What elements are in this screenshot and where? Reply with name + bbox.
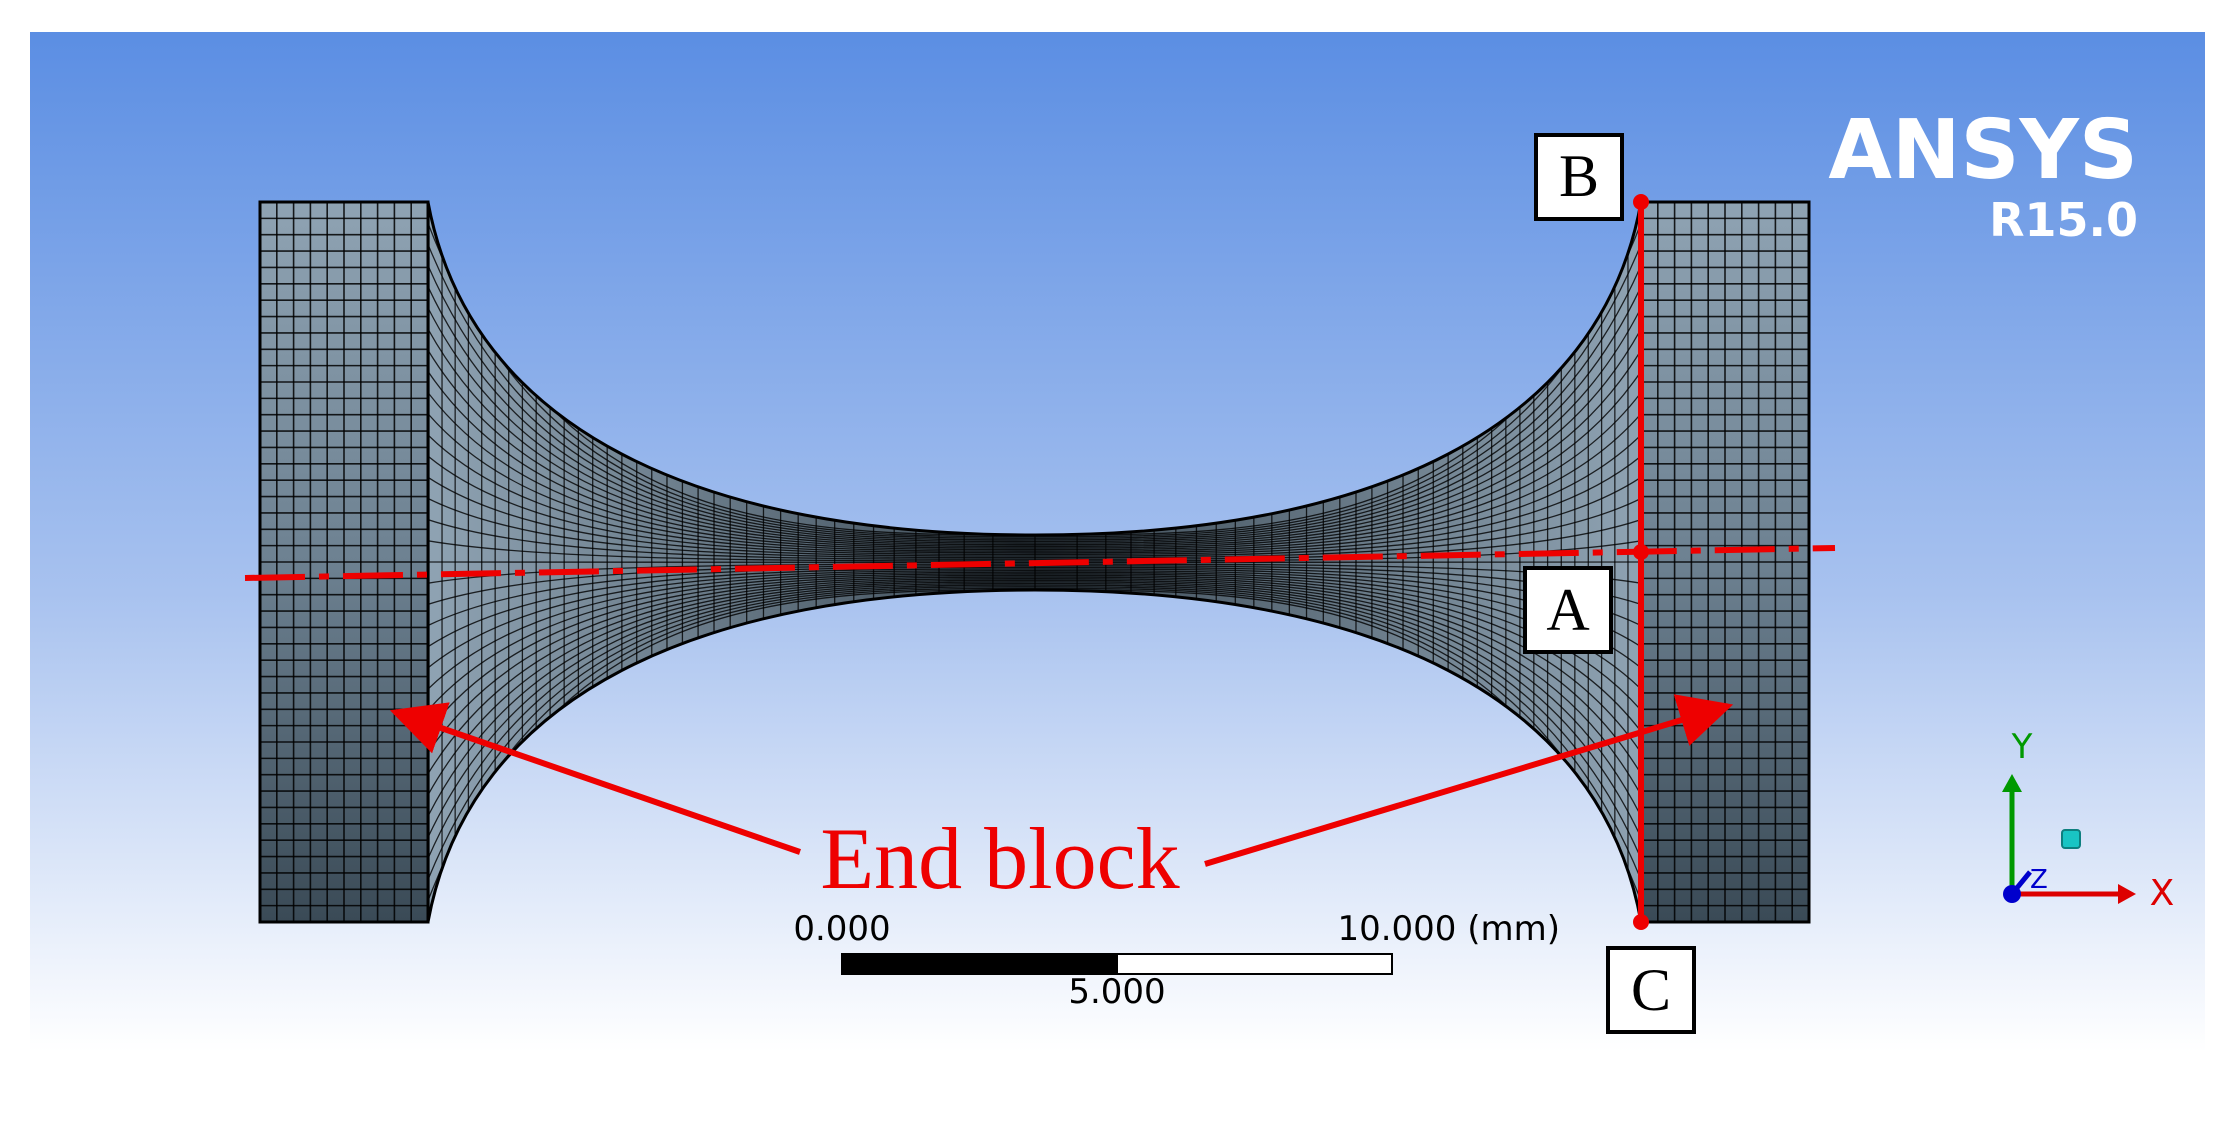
mesh-line: [428, 571, 1641, 690]
end-block-arrow-right: [1204, 694, 1734, 867]
mesh-line: [428, 265, 1641, 541]
mesh-line: [428, 581, 1641, 817]
mesh-line: [428, 286, 1641, 543]
mesh-line: [428, 566, 1641, 627]
mesh-line: [428, 587, 1641, 902]
mesh-line: [428, 328, 1641, 546]
label-a-box: A: [1523, 566, 1613, 654]
mesh-line: [428, 244, 1641, 539]
point-c-marker: [1633, 914, 1649, 930]
mesh-line: [428, 568, 1641, 648]
label-a: A: [1546, 577, 1589, 643]
scale-mid-label: 5.000: [1068, 972, 1165, 1012]
label-c: C: [1631, 957, 1671, 1023]
mesh-line: [428, 349, 1641, 547]
center-axis-line: [244, 545, 1836, 581]
triad-x-arrow-icon: [2118, 884, 2136, 904]
mesh-line: [428, 222, 1641, 538]
mesh-line: [428, 569, 1641, 669]
label-b: B: [1559, 143, 1599, 209]
scale-bar: 0.000 5.000 10.000 (mm): [793, 909, 1560, 1012]
mesh-line: [428, 455, 1641, 556]
scale-left-label: 0.000: [793, 909, 890, 949]
right-end-block: [1639, 200, 1811, 924]
triad-origin-icon: [2003, 885, 2021, 903]
triad-z-label: Z: [2030, 865, 2048, 895]
mesh-line: [428, 574, 1641, 732]
ansys-logo-text: ANSYS: [1828, 103, 2138, 198]
point-b-marker: [1633, 194, 1649, 210]
mesh-line: [428, 413, 1641, 552]
ansys-version-text: R15.0: [1989, 193, 2138, 247]
mesh-line: [428, 434, 1641, 554]
mesh-line: [428, 576, 1641, 753]
end-block-arrow-left: [389, 702, 801, 855]
mesh-line: [428, 497, 1641, 559]
point-a-marker: [1633, 544, 1649, 560]
triad-y-label: Y: [2011, 727, 2033, 767]
scale-right-label: 10.000 (mm): [1337, 909, 1560, 949]
mesh-line: [428, 579, 1641, 796]
label-b-box: B: [1534, 133, 1624, 221]
triad-y-arrow-icon: [2002, 774, 2022, 792]
end-block-label: End block: [820, 811, 1179, 908]
triad-iso-cube-icon: [2061, 829, 2081, 849]
mesh-line: [428, 392, 1641, 551]
mesh-line: [428, 582, 1641, 838]
mesh-line: [428, 371, 1641, 549]
label-c-box: C: [1606, 946, 1696, 1034]
mesh-line: [428, 307, 1641, 544]
mesh-line: [428, 584, 1641, 859]
mesh-line: [428, 476, 1641, 557]
mesh-line: [428, 586, 1641, 880]
left-end-block: [258, 200, 430, 924]
mesh-line: [428, 519, 1641, 560]
triad-x-label: X: [2150, 873, 2175, 914]
mesh-line: [428, 578, 1641, 775]
axis-triad: X Y Z: [2002, 727, 2174, 914]
mesh-line: [428, 573, 1641, 711]
